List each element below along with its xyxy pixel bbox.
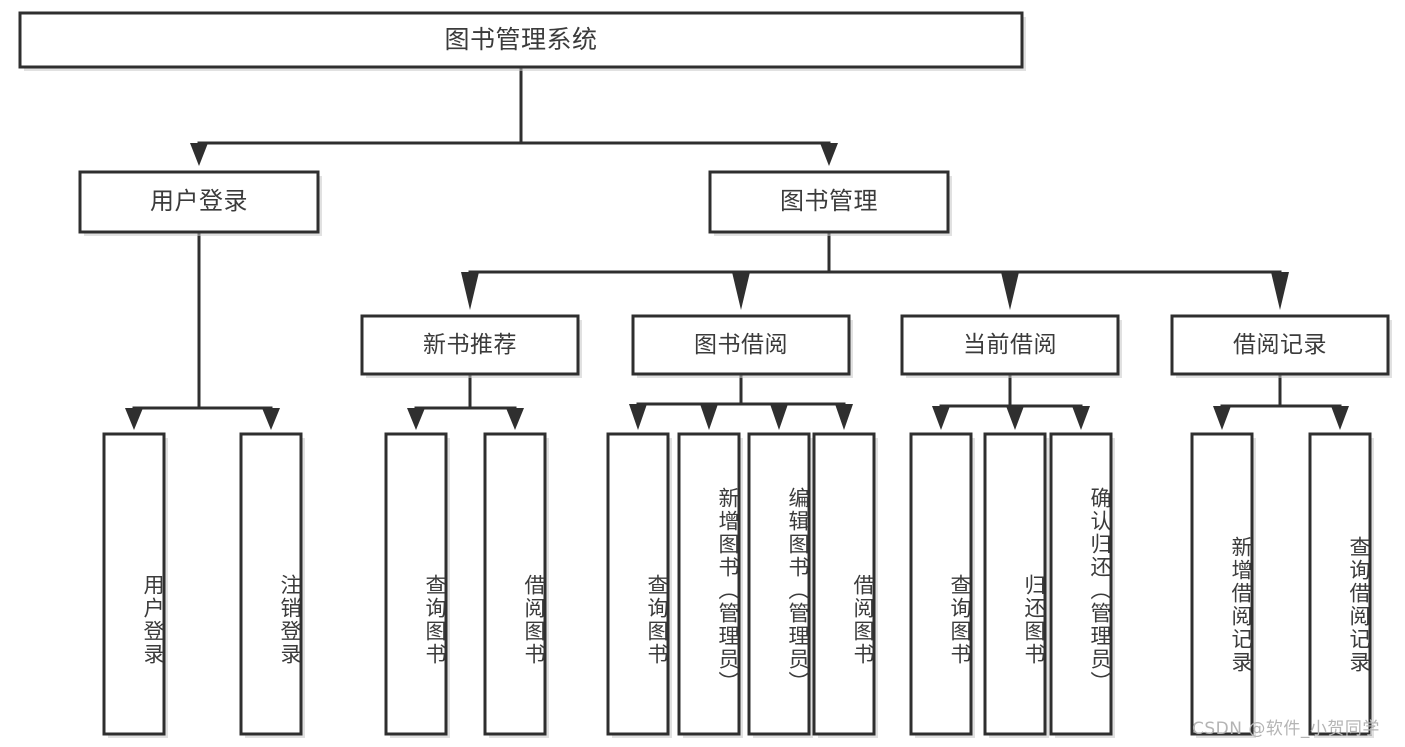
node-box-book-manage[interactable] xyxy=(708,170,950,234)
node-box-leaf-query-record[interactable] xyxy=(1308,432,1372,736)
node-box-book-borrow[interactable] xyxy=(631,314,851,376)
arrowhead-current-borrow xyxy=(1001,272,1019,310)
node-box-leaf-query-book-1[interactable] xyxy=(384,432,448,736)
node-box-borrow-record[interactable] xyxy=(1170,314,1390,376)
node-box-leaf-borrow-book-1[interactable] xyxy=(483,432,547,736)
arrowhead-leaf-query-book-1 xyxy=(407,408,425,430)
node-box-leaf-user-login[interactable] xyxy=(102,432,166,736)
connectors-group xyxy=(125,65,1349,430)
arrowhead-book-manage xyxy=(820,143,838,166)
arrowhead-book-borrow xyxy=(732,272,750,310)
arrowhead-leaf-query-book-3 xyxy=(932,406,950,430)
arrowhead-leaf-user-logout xyxy=(262,408,280,430)
arrowhead-leaf-query-book-2 xyxy=(629,404,647,430)
arrowhead-leaf-add-record xyxy=(1213,406,1231,430)
node-box-leaf-edit-book[interactable] xyxy=(747,432,811,736)
node-box-leaf-confirm-return[interactable] xyxy=(1049,432,1113,736)
arrowhead-borrow-record xyxy=(1271,272,1289,310)
node-box-leaf-user-logout[interactable] xyxy=(239,432,303,736)
node-box-current-borrow[interactable] xyxy=(900,314,1120,376)
node-box-leaf-query-book-2[interactable] xyxy=(606,432,670,736)
csdn-watermark: CSDN @软件_小贺同学 xyxy=(1192,719,1380,739)
arrowhead-leaf-borrow-book-2 xyxy=(835,404,853,430)
node-box-leaf-add-book[interactable] xyxy=(677,432,741,736)
arrowhead-leaf-borrow-book-1 xyxy=(506,408,524,430)
node-box-leaf-borrow-book-2[interactable] xyxy=(812,432,876,736)
arrowhead-leaf-return-book xyxy=(1006,406,1024,430)
arrowhead-leaf-add-book xyxy=(700,404,718,430)
nodes-group xyxy=(18,11,1392,738)
arrowhead-leaf-user-login xyxy=(125,408,143,430)
node-box-leaf-return-book[interactable] xyxy=(983,432,1047,736)
node-box-root[interactable] xyxy=(18,11,1024,69)
node-box-leaf-add-record[interactable] xyxy=(1190,432,1254,736)
node-box-new-book-recommend[interactable] xyxy=(360,314,580,376)
node-box-user-login[interactable] xyxy=(78,170,320,234)
arrowhead-new-book-recommend xyxy=(461,272,479,310)
node-box-leaf-query-book-3[interactable] xyxy=(909,432,973,736)
arrowhead-leaf-confirm-return xyxy=(1072,406,1090,430)
arrowhead-user-login xyxy=(190,143,208,166)
arrowhead-leaf-query-record xyxy=(1331,406,1349,430)
arrowhead-leaf-edit-book xyxy=(770,404,788,430)
